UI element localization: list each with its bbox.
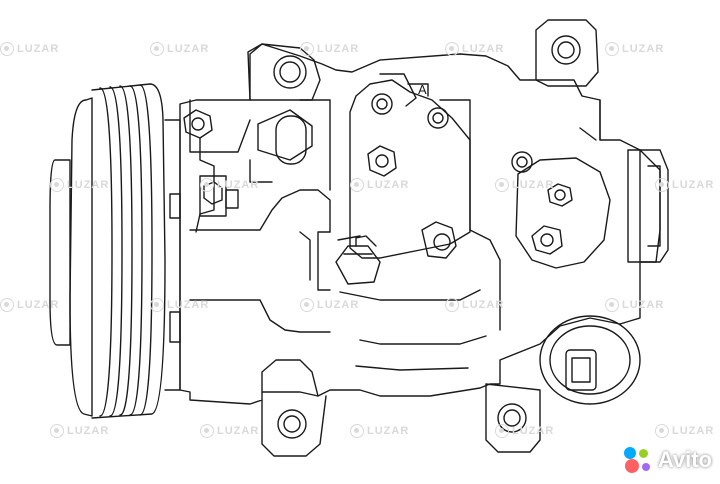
avito-badge: Avito — [623, 447, 712, 473]
luzar-logo-icon — [495, 424, 509, 438]
solenoid-boss — [539, 315, 641, 405]
shell-contour — [299, 231, 487, 371]
luzar-logo-icon — [200, 178, 214, 192]
watermark-luzar: LUZAR — [495, 178, 554, 192]
watermark-text: LUZAR — [17, 299, 60, 311]
watermark-text: LUZAR — [67, 425, 110, 437]
luzar-logo-icon — [50, 178, 64, 192]
luzar-logo-icon — [350, 178, 364, 192]
avito-logo-icon — [623, 447, 654, 473]
watermark-text: LUZAR — [167, 43, 210, 55]
watermark-luzar: LUZAR — [200, 178, 259, 192]
luzar-logo-icon — [150, 298, 164, 312]
watermark-luzar: LUZAR — [605, 42, 664, 56]
watermark-luzar: LUZAR — [150, 42, 209, 56]
watermark-luzar: LUZAR — [350, 178, 409, 192]
control-valve-body — [349, 73, 471, 259]
luzar-logo-icon — [0, 42, 14, 56]
slotted-plate — [249, 109, 313, 183]
watermark-text: LUZAR — [367, 425, 410, 437]
mounting-ear-bottom-left — [261, 395, 327, 457]
watermark-text: LUZAR — [462, 299, 505, 311]
watermark-text: LUZAR — [317, 43, 360, 55]
watermark-luzar: LUZAR — [445, 42, 504, 56]
watermark-text: LUZAR — [512, 425, 555, 437]
watermark-luzar: LUZAR — [300, 298, 359, 312]
watermark-text: LUZAR — [622, 43, 665, 55]
watermark-text: LUZAR — [67, 179, 110, 191]
pulley — [49, 83, 181, 419]
watermark-text: LUZAR — [672, 425, 715, 437]
watermark-text: LUZAR — [462, 43, 505, 55]
watermark-text: LUZAR — [512, 179, 555, 191]
watermark-text: LUZAR — [17, 43, 60, 55]
watermark-text: LUZAR — [317, 299, 360, 311]
valve-marker — [407, 83, 429, 97]
luzar-logo-icon — [605, 42, 619, 56]
watermark-luzar: LUZAR — [350, 424, 409, 438]
mounting-ear-top-right — [535, 19, 599, 87]
avito-dot-blue — [623, 447, 636, 459]
luzar-logo-icon — [605, 298, 619, 312]
watermark-text: LUZAR — [217, 179, 260, 191]
watermark-luzar: LUZAR — [0, 298, 59, 312]
hex-fitting — [335, 235, 381, 285]
luzar-logo-icon — [300, 42, 314, 56]
watermark-luzar: LUZAR — [655, 178, 714, 192]
luzar-logo-icon — [0, 298, 14, 312]
luzar-logo-icon — [495, 178, 509, 192]
watermark-text: LUZAR — [217, 425, 260, 437]
watermark-luzar: LUZAR — [605, 298, 664, 312]
watermark-luzar: LUZAR — [200, 424, 259, 438]
watermark-luzar: LUZAR — [445, 298, 504, 312]
luzar-logo-icon — [300, 298, 314, 312]
luzar-logo-icon — [655, 178, 669, 192]
watermark-luzar: LUZAR — [50, 178, 109, 192]
avito-dot-green — [638, 449, 648, 458]
part-label-a: A — [418, 82, 427, 97]
luzar-logo-icon — [445, 298, 459, 312]
watermark-luzar: LUZAR — [0, 42, 59, 56]
luzar-logo-icon — [655, 424, 669, 438]
rear-head — [511, 151, 611, 269]
electrical-connector — [627, 149, 669, 263]
watermark-luzar: LUZAR — [300, 42, 359, 56]
watermark-luzar: LUZAR — [655, 424, 714, 438]
watermark-luzar: LUZAR — [495, 424, 554, 438]
luzar-logo-icon — [350, 424, 364, 438]
watermark-text: LUZAR — [167, 299, 210, 311]
luzar-logo-icon — [445, 42, 459, 56]
luzar-logo-icon — [150, 42, 164, 56]
avito-text: Avito — [657, 447, 712, 472]
watermark-text: LUZAR — [672, 179, 715, 191]
luzar-logo-icon — [50, 424, 64, 438]
avito-dot-red — [624, 459, 639, 473]
mounting-ear-bottom-right — [485, 383, 541, 453]
watermark-text: LUZAR — [367, 179, 410, 191]
watermark-luzar: LUZAR — [50, 424, 109, 438]
avito-dot-purple — [641, 463, 650, 471]
luzar-logo-icon — [200, 424, 214, 438]
bracket-bolt-left — [169, 109, 239, 343]
watermark-text: LUZAR — [622, 299, 665, 311]
watermark-luzar: LUZAR — [150, 298, 209, 312]
